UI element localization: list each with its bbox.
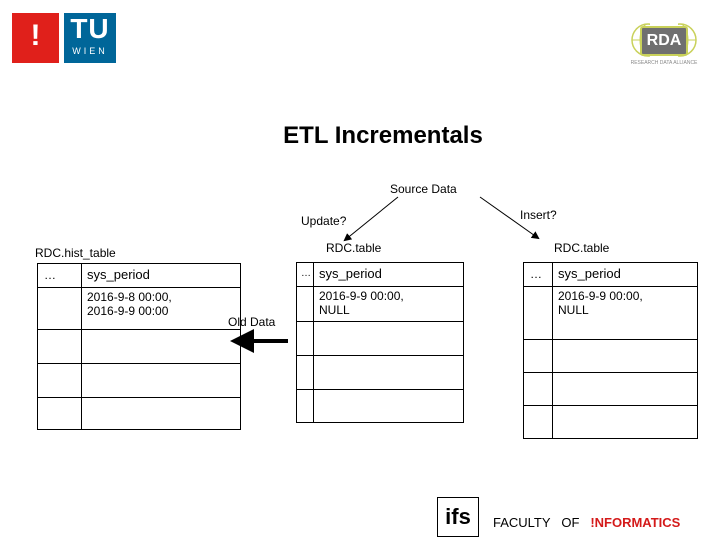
table-cell <box>523 286 553 340</box>
hist-col2-header: sys_period <box>81 263 241 288</box>
informatics-word: !NFORMATICS <box>590 515 681 530</box>
table-cell <box>552 405 698 439</box>
update-label: Update? <box>301 214 347 228</box>
table-cell <box>81 363 241 398</box>
tu-logo-text: TU <box>70 13 110 44</box>
insert-row1-period: 2016-9-9 00:00, NULL <box>552 286 698 340</box>
table-cell <box>523 405 553 439</box>
update-table-name: RDC.table <box>326 241 382 255</box>
table-cell <box>313 389 464 423</box>
table-cell <box>296 286 314 322</box>
table-cell <box>313 321 464 356</box>
update-arrow <box>343 196 399 242</box>
table-cell <box>523 372 553 406</box>
table-cell <box>296 389 314 423</box>
table-cell <box>552 372 698 406</box>
slide-title: ETL Incrementals <box>283 122 483 149</box>
update-col1-header: … <box>296 262 314 287</box>
table-cell <box>81 397 241 430</box>
update-table: … sys_period 2016-9-9 00:00, NULL <box>296 262 464 423</box>
insert-table-name: RDC.table <box>554 241 610 255</box>
insert-table: … sys_period 2016-9-9 00:00, NULL <box>523 262 698 439</box>
rda-logo: RDA RESEARCH DATA ALLIANCE <box>618 18 710 70</box>
tu-wien-logo-mark: ! <box>12 13 59 63</box>
faculty-of-informatics-logo: FACULTY OF !NFORMATICS <box>493 515 680 530</box>
insert-col2-header: sys_period <box>552 262 698 287</box>
hist-col1-header: … <box>37 263 82 288</box>
tu-logo-city: WIEN <box>72 46 108 56</box>
faculty-word: FACULTY <box>493 515 551 530</box>
source-data-label: Source Data <box>390 182 457 196</box>
table-cell <box>296 355 314 390</box>
update-col2-header: sys_period <box>313 262 464 287</box>
hist-table-name: RDC.hist_table <box>35 246 116 260</box>
hist-table: … sys_period 2016-9-8 00:00, 2016-9-9 00… <box>37 263 241 430</box>
tu-exclamation-icon: ! <box>30 19 41 52</box>
table-cell <box>552 339 698 373</box>
table-cell <box>37 329 82 364</box>
table-cell <box>37 287 82 330</box>
update-row1-period: 2016-9-9 00:00, NULL <box>313 286 464 322</box>
hist-row1-period: 2016-9-8 00:00, 2016-9-9 00:00 <box>81 287 241 330</box>
table-cell <box>296 321 314 356</box>
of-word: OF <box>561 515 580 530</box>
insert-label: Insert? <box>520 208 557 222</box>
table-cell <box>523 339 553 373</box>
ifs-logo: ifs <box>437 497 479 537</box>
table-cell <box>37 363 82 398</box>
tu-wien-logo: TU WIEN <box>64 13 116 63</box>
insert-col1-header: … <box>523 262 553 287</box>
table-cell <box>37 397 82 430</box>
rda-tagline: RESEARCH DATA ALLIANCE <box>630 60 698 66</box>
rda-badge: RDA <box>640 26 688 56</box>
table-cell <box>313 355 464 390</box>
insert-arrow <box>479 196 540 240</box>
table-cell <box>81 329 241 364</box>
